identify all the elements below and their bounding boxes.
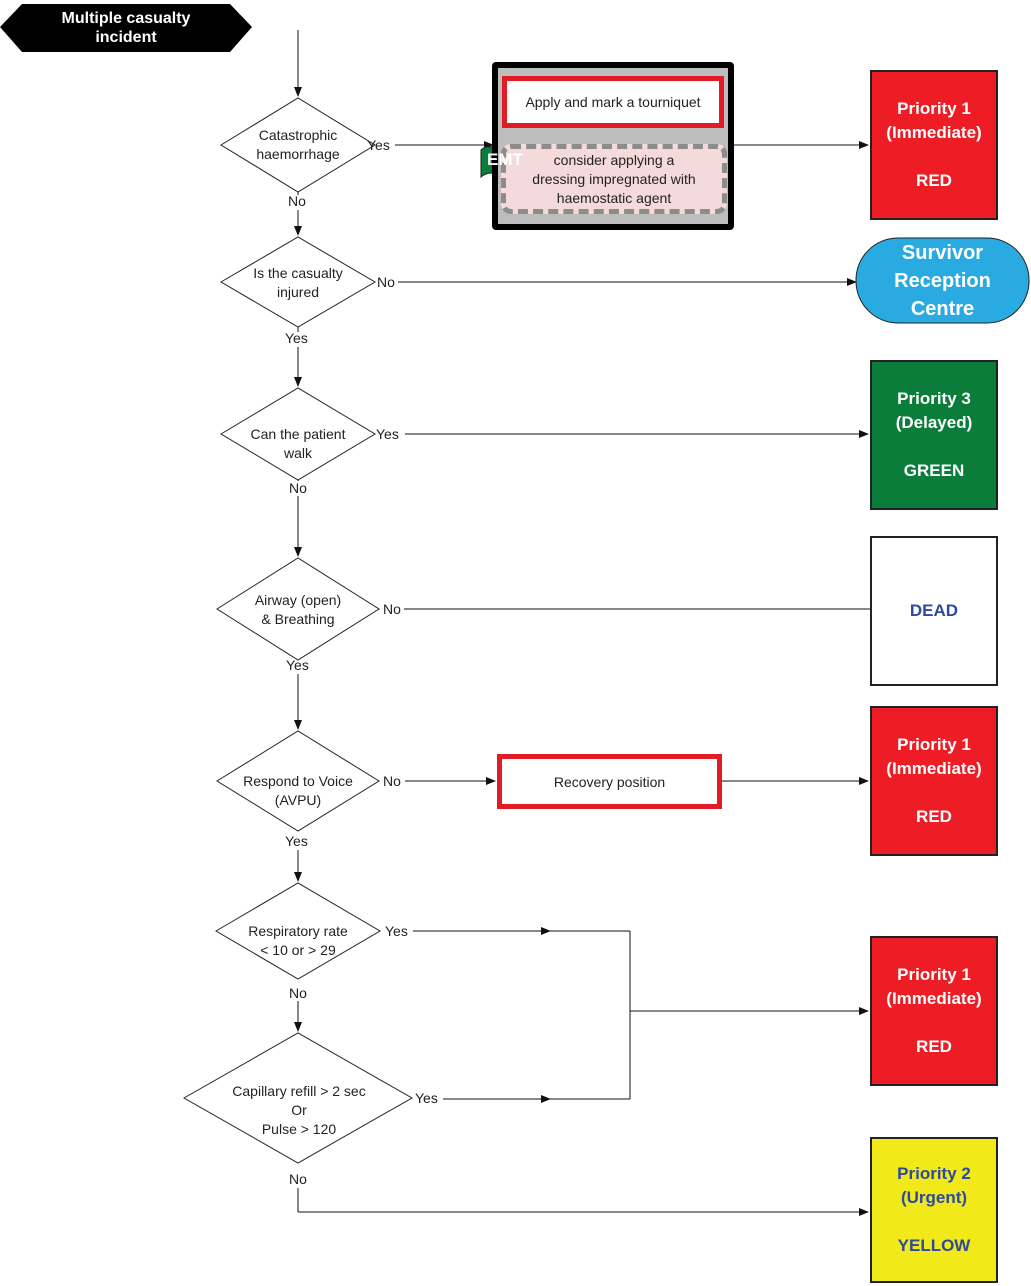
edge-label-yes: Yes xyxy=(286,657,309,673)
survivor-line: Reception xyxy=(894,269,991,292)
outcome-priority-2: Priority 2 (Urgent) YELLOW xyxy=(870,1137,998,1283)
outcome-priority: Priority 2 xyxy=(897,1164,971,1183)
outcome-color-label: GREEN xyxy=(903,461,965,480)
outcome-priority: Priority 1 xyxy=(897,99,971,118)
outcome-priority: Priority 1 xyxy=(897,735,971,754)
outcome-category: (Immediate) xyxy=(886,759,982,778)
edge-label-no: No xyxy=(383,601,401,617)
edge-label-yes: Yes xyxy=(385,923,408,939)
edge-label-yes: Yes xyxy=(415,1090,438,1106)
outcome-dead-label: DEAD xyxy=(909,601,959,620)
edge-label-no: No xyxy=(289,985,307,1001)
outcome-priority: Priority 3 xyxy=(897,389,971,408)
decision-haem-shape xyxy=(220,97,376,193)
decision-line: walk xyxy=(283,445,312,461)
tourniquet-inner: Apply and mark a tourniquet consider app… xyxy=(498,68,728,224)
start-label: Multiple casualty incident xyxy=(61,10,191,46)
decision-haem: Catastrophic haemorrhage xyxy=(244,124,352,166)
decision-walk: Can the patient walk xyxy=(236,423,360,465)
decision-line: Or xyxy=(291,1101,307,1118)
start-terminal-shape xyxy=(0,4,252,52)
recovery-box: Recovery position xyxy=(497,754,722,809)
outcome-category: (Delayed) xyxy=(895,413,973,432)
edge-label-yes: Yes xyxy=(367,137,390,153)
survivor-line: Survivor xyxy=(901,241,984,264)
decision-airway-shape xyxy=(216,557,380,661)
edge-label-yes: Yes xyxy=(376,426,399,442)
outcome-color-label: RED xyxy=(916,171,952,190)
emt-badge: EMT xyxy=(487,150,523,169)
decision-resp-shape xyxy=(215,882,381,980)
edge-label-no: No xyxy=(289,1171,307,1187)
outcome-dead: DEAD xyxy=(870,536,998,686)
emt-note-text: consider applying a dressing impregnated… xyxy=(532,151,696,206)
recovery-label: Recovery position xyxy=(553,773,666,790)
edge-label-no: No xyxy=(289,480,307,496)
tourniquet-box: Apply and mark a tourniquet consider app… xyxy=(492,62,734,230)
tourniquet-action-label: Apply and mark a tourniquet xyxy=(525,94,701,110)
outcome-survivor-centre: Survivor Reception Centre xyxy=(858,238,1027,323)
decision-walk-shape xyxy=(220,387,376,481)
decision-airway: Airway (open) & Breathing xyxy=(236,589,360,631)
outcome-priority: Priority 1 xyxy=(897,965,971,984)
decision-line: < 10 or > 29 xyxy=(260,942,336,958)
survivor-centre-shape xyxy=(855,237,1030,324)
decision-line: Can the patient xyxy=(250,426,346,442)
decision-line: Respond to Voice xyxy=(243,773,353,789)
decision-injured: Is the casualty injured xyxy=(236,262,360,304)
decision-line: injured xyxy=(276,284,320,300)
decision-line: haemorrhage xyxy=(256,146,340,162)
edge-label-no: No xyxy=(383,773,401,789)
edge-label-yes: Yes xyxy=(285,833,308,849)
decision-resp: Respiratory rate < 10 or > 29 xyxy=(230,920,366,962)
decision-line: & Breathing xyxy=(261,611,335,627)
outcome-priority-1-haem: Priority 1 (Immediate) RED xyxy=(870,70,998,220)
outcome-color-label: YELLOW xyxy=(897,1236,971,1255)
decision-line: Pulse > 120 xyxy=(261,1120,337,1137)
start-terminal: Multiple casualty incident xyxy=(22,6,230,50)
edge-label-yes: Yes xyxy=(285,330,308,346)
outcome-category: (Immediate) xyxy=(886,123,982,142)
decision-line: (AVPU) xyxy=(274,792,322,808)
outcome-priority-1-voice: Priority 1 (Immediate) RED xyxy=(870,706,998,856)
decision-line: Is the casualty xyxy=(253,265,343,281)
tourniquet-action: Apply and mark a tourniquet xyxy=(502,76,724,128)
edge-label-no: No xyxy=(288,193,306,209)
outcome-color-label: RED xyxy=(916,1037,952,1056)
emt-note: consider applying a dressing impregnated… xyxy=(501,144,727,214)
outcome-priority-1-resp: Priority 1 (Immediate) RED xyxy=(870,936,998,1086)
outcome-category: (Urgent) xyxy=(900,1188,968,1207)
outcome-category: (Immediate) xyxy=(886,989,982,1008)
decision-line: Capillary refill > 2 sec xyxy=(232,1082,366,1099)
decision-injured-shape xyxy=(220,236,376,328)
decision-line: Respiratory rate xyxy=(248,923,348,939)
decision-voice: Respond to Voice (AVPU) xyxy=(230,770,366,812)
decision-cap-shape xyxy=(182,1032,414,1164)
edge-label-no: No xyxy=(377,274,395,290)
decision-line: Catastrophic xyxy=(258,127,338,143)
decision-voice-shape xyxy=(216,730,380,832)
survivor-line: Centre xyxy=(910,297,975,320)
outcome-color-label: RED xyxy=(916,807,952,826)
outcome-priority-3: Priority 3 (Delayed) GREEN xyxy=(870,360,998,510)
decision-line: Airway (open) xyxy=(254,592,342,608)
